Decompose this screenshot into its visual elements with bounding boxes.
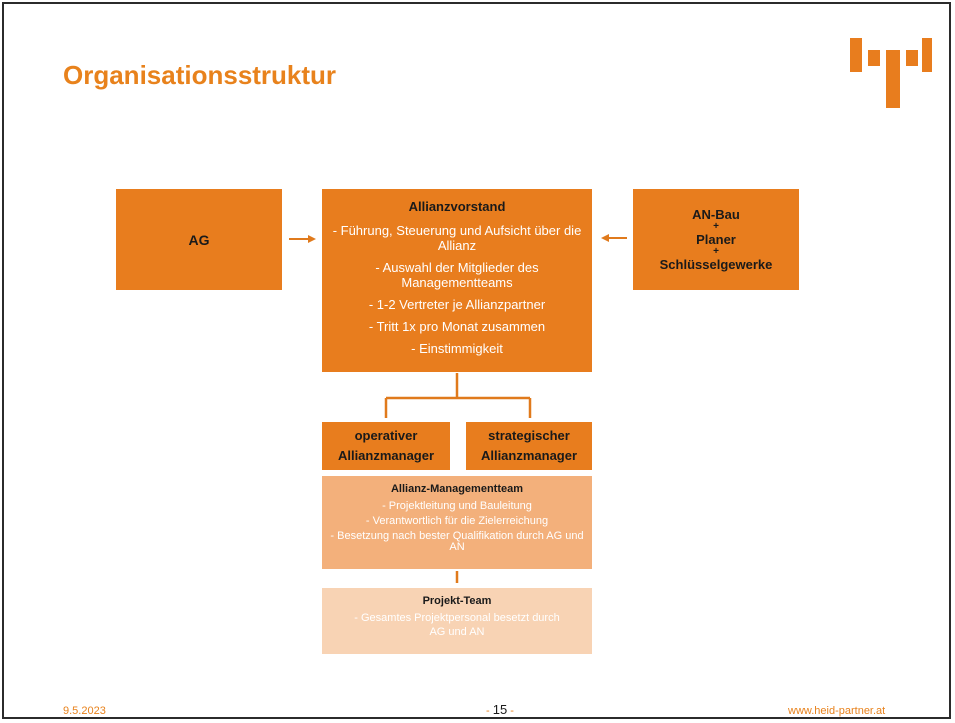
page-dash-right: - [507,705,514,717]
managementteam-heading: Allianz-Managementteam [390,483,524,495]
allianzvorstand-line: - Auswahl der Mitglieder des Managementt… [375,260,539,290]
allianzvorstand-line: - Tritt 1x pro Monat zusammen [368,319,546,334]
projekt-team-heading: Projekt-Team [422,595,492,607]
managementteam-line: - Projektleitung und Bauleitung [382,500,532,512]
strategischer-label: strategischer [488,428,570,443]
slide-title: Organisationsstruktur [63,60,337,90]
planer-label: Planer [696,232,736,247]
allianzvorstand-line: - Einstimmigkeit [411,341,503,356]
schluesselgewerke-label: Schlüsselgewerke [659,257,773,272]
an-bau-label: AN-Bau [692,207,740,222]
allianzmanager-label: Allianzmanager [337,448,435,463]
footer-date: 9.5.2023 [63,705,106,717]
ag-box: AG [116,189,282,290]
allianzvorstand-box: Allianzvorstand - Führung, Steuerung und… [322,189,592,372]
hp-logo-icon [850,38,932,108]
operativer-allianzmanager-box: operativer Allianzmanager [322,422,450,470]
page-number-value: 15 [492,702,508,717]
page-dash-left: - [486,705,493,717]
an-bau-box: AN-Bau + Planer + Schlüsselgewerke [633,189,799,290]
ag-label: AG [188,231,210,248]
allianz-managementteam-box: Allianz-Managementteam - Projektleitung … [322,476,592,569]
managementteam-line: - Besetzung nach bester Qualifikation du… [330,530,584,553]
operativer-label: operativer [354,428,418,443]
allianzvorstand-line: - Führung, Steuerung und Aufsicht über d… [332,223,582,253]
projekt-team-box: Projekt-Team - Gesamtes Projektpersonal … [322,588,592,654]
allianzmanager-label: Allianzmanager [480,448,578,463]
strategischer-allianzmanager-box: strategischer Allianzmanager [466,422,592,470]
managementteam-line: - Verantwortlich für die Zielerreichung [365,515,549,527]
allianzvorstand-line: - 1-2 Vertreter je Allianzpartner [368,297,546,312]
footer-url[interactable]: www.heid-partner.at [788,705,886,717]
plus-sign: + [713,246,719,257]
projekt-team-line: - Gesamtes Projektpersonal besetzt durch… [354,612,560,638]
allianzvorstand-heading: Allianzvorstand [408,199,506,214]
plus-sign: + [713,221,719,232]
page-number: - 15 - [486,702,514,717]
